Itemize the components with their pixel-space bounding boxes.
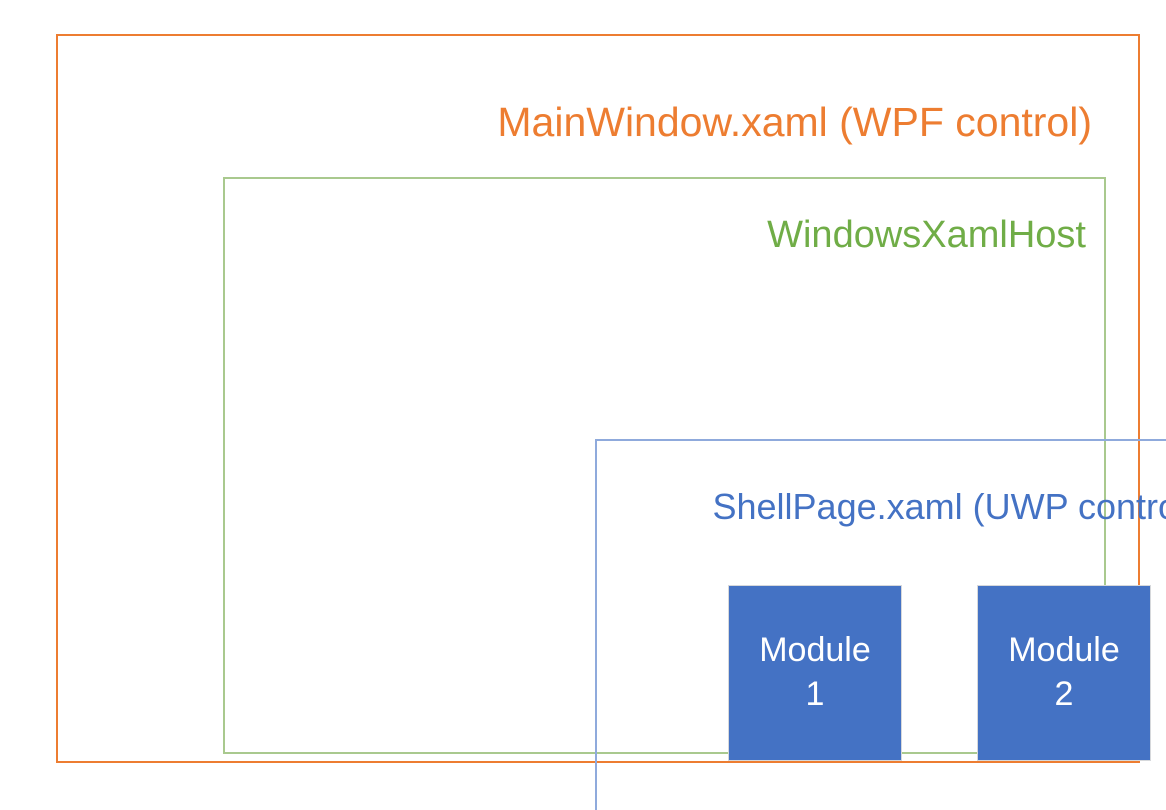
container-label-windowsxamlhost: WindowsXamlHost xyxy=(767,214,1086,256)
container-mainwindow-xaml: MainWindow.xaml (WPF control) WindowsXam… xyxy=(56,34,1166,810)
module-box-1-index: 1 xyxy=(805,675,825,713)
container-label-shellpage-xaml: ShellPage.xaml (UWP control) xyxy=(712,486,1166,527)
module-box-2[interactable]: Module 2 xyxy=(977,585,1151,761)
container-windowsxamlhost: WindowsXamlHost ShellPage.xaml (UWP cont… xyxy=(223,177,1166,810)
module-row: Module 1 Module 2 xyxy=(728,585,1151,761)
module-box-1-name: Module xyxy=(759,631,871,670)
module-box-2-name: Module xyxy=(1008,631,1120,670)
module-box-2-index: 2 xyxy=(1054,675,1074,713)
container-label-mainwindow-xaml: MainWindow.xaml (WPF control) xyxy=(497,99,1092,145)
container-shellpage-xaml: ShellPage.xaml (UWP control) Module 1 Mo… xyxy=(595,439,1166,810)
module-box-1[interactable]: Module 1 xyxy=(728,585,902,761)
